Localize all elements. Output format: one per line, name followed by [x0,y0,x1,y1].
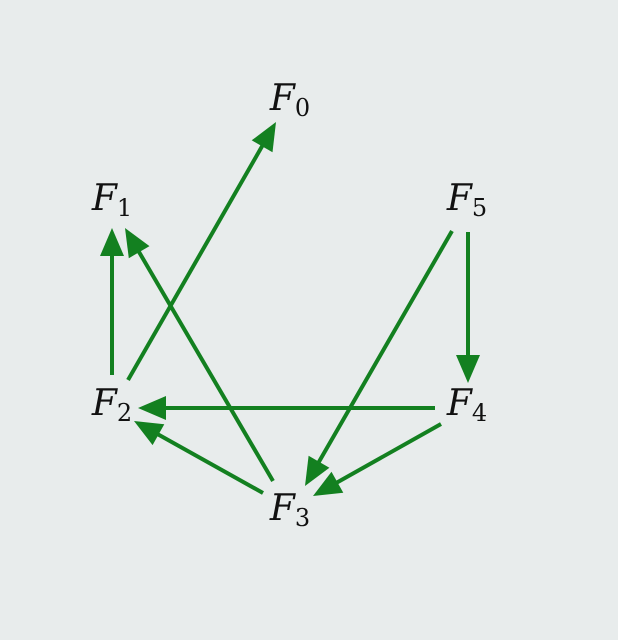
node-subscript: 4 [472,399,487,427]
edge-F4-to-F3 [313,422,442,496]
edge-line [316,230,454,465]
edge-line [155,431,264,495]
node-subscript: 5 [472,194,487,222]
arrowhead-icon [313,471,344,496]
node-letter: F [446,178,474,219]
node-subscript: 3 [295,504,310,532]
node-letter: F [269,488,297,529]
edge-F2-to-F0 [126,122,276,381]
node-label-f1: F1 [91,178,132,222]
arrowhead-icon [456,355,480,383]
arrowhead-icon [100,228,124,256]
arrowhead-icon [125,228,150,259]
edge-F3-to-F1 [125,228,275,483]
edges-layer [100,122,480,496]
edge-F2-to-F1 [100,228,124,375]
edge-line [126,143,265,381]
edge-line [334,422,442,485]
node-subscript: 2 [117,399,132,427]
node-label-f3: F3 [269,488,310,532]
edge-F4-to-F2 [138,396,435,420]
node-subscript: 0 [295,94,310,122]
edge-F3-to-F2 [134,421,264,495]
edge-line [136,249,275,483]
edge-F5-to-F3 [305,230,454,486]
node-label-f0: F0 [269,78,310,122]
arrowhead-icon [251,122,276,153]
node-letter: F [91,178,119,219]
arrowhead-icon [305,455,330,486]
node-label-f5: F5 [446,178,487,222]
node-label-f4: F4 [446,383,487,427]
arrowhead-icon [134,421,165,446]
node-label-f2: F2 [91,383,132,427]
edge-F5-to-F4 [456,232,480,383]
node-letter: F [446,383,474,424]
node-subscript: 1 [117,194,132,222]
node-letter: F [91,383,119,424]
arrowhead-icon [138,396,166,420]
node-letter: F [269,78,297,119]
